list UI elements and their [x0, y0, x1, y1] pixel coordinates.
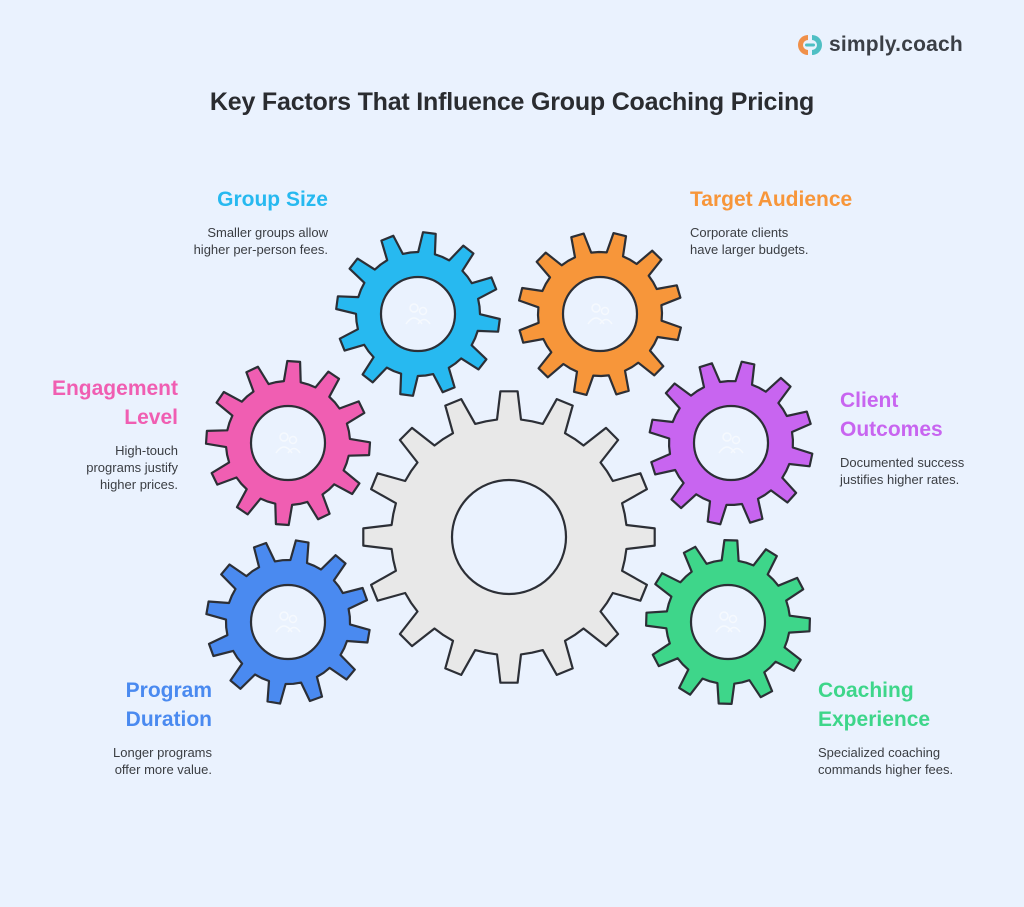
- center-gear-icon: [362, 390, 656, 684]
- description-line: justifies higher rates.: [840, 472, 960, 487]
- heading-line: Target Audience: [690, 188, 853, 211]
- client-outcomes-gear-icon: [648, 360, 814, 526]
- description-line: offer more value.: [114, 762, 212, 777]
- heading-line: Engagement: [51, 377, 178, 400]
- brand-logo: simply.coach: [797, 32, 963, 58]
- description-line: programs justify: [86, 460, 178, 475]
- description-line: commands higher fees.: [818, 762, 954, 777]
- program-duration-gear-icon: [205, 539, 371, 705]
- heading-line: Outcomes: [840, 418, 943, 441]
- factor-description: High-touch programs justify higher prices.: [20, 442, 178, 493]
- heading-line: Coaching: [818, 679, 914, 702]
- heading-line: Duration: [125, 708, 212, 731]
- heading-line: Experience: [818, 708, 931, 731]
- roadmap-icon: [275, 611, 301, 633]
- group-people-icon: [405, 303, 431, 325]
- factor-description: Corporate clients have larger budgets.: [690, 224, 890, 258]
- factor-description: Smaller groups allow higher per-person fe…: [170, 224, 328, 258]
- description-line: Specialized coaching: [818, 745, 941, 760]
- heading-line: Group Size: [217, 188, 328, 211]
- factor-description: Longer programs offer more value.: [60, 744, 212, 778]
- simply-coach-logo-icon: [798, 35, 822, 55]
- factor-heading: Target Audience: [690, 185, 890, 214]
- coaching-experience-gear-icon: [645, 539, 811, 705]
- heading-line: Level: [124, 406, 178, 429]
- heading-line: Client: [840, 389, 899, 412]
- heading-line: Program: [125, 679, 212, 702]
- engagement-level-gear-icon: [204, 359, 372, 527]
- description-line: Longer programs: [113, 745, 212, 760]
- group-size-gear-icon: [335, 231, 501, 397]
- people-group-icon: [275, 432, 301, 454]
- target-audience-gear-icon: [518, 232, 682, 396]
- brand-name: simply.coach: [829, 33, 963, 56]
- page-title: Key Factors That Influence Group Coachin…: [209, 88, 815, 116]
- description-line: High-touch: [115, 443, 178, 458]
- description-line: Documented success: [840, 455, 965, 470]
- description-line: Corporate clients: [690, 225, 789, 240]
- factor-description: Specialized coaching commands higher fees…: [818, 744, 1008, 778]
- certificate-icon: [718, 432, 744, 454]
- coach-presenting-icon: [715, 611, 741, 633]
- description-line: have larger budgets.: [690, 242, 809, 257]
- factor-heading: Group Size: [170, 185, 328, 214]
- building-icon: [587, 303, 613, 325]
- description-line: Smaller groups allow: [207, 225, 328, 240]
- factor-description: Documented success justifies higher rates…: [840, 454, 1010, 488]
- description-line: higher per-person fees.: [193, 242, 328, 257]
- description-line: higher prices.: [99, 477, 178, 492]
